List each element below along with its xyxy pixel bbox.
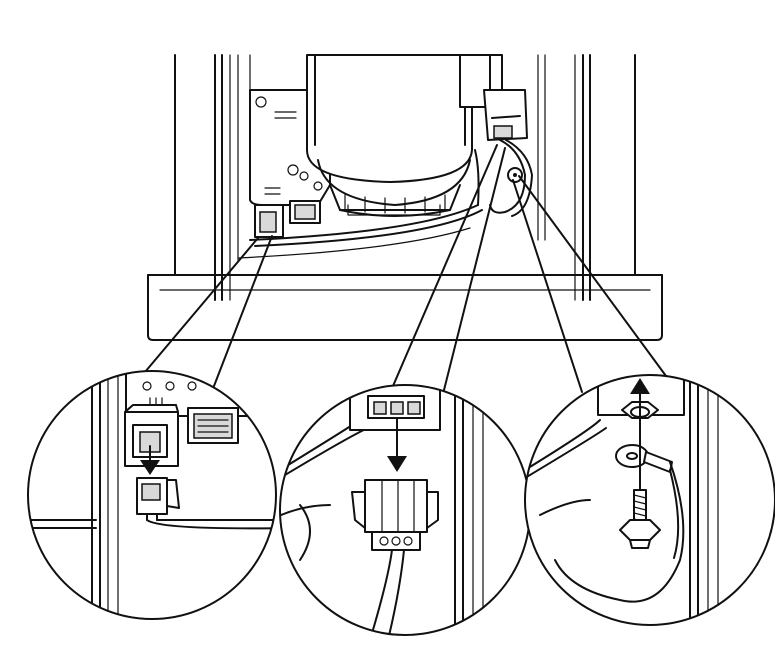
detail-right-ground-terminal <box>524 374 775 626</box>
unit-housing <box>147 54 663 341</box>
detail-left-pcb-connector <box>27 370 277 620</box>
wire-bracket <box>459 54 533 217</box>
callout-lines <box>144 144 667 393</box>
detail-center-plug-connector <box>279 384 531 636</box>
motor-assembly <box>306 54 473 217</box>
